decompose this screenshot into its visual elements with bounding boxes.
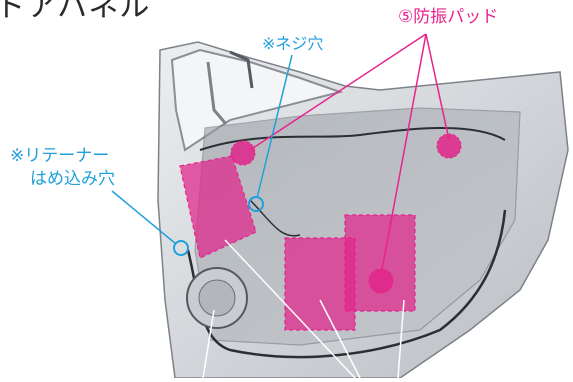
pad-dots (230, 133, 462, 294)
pad-dot-upper-right (436, 133, 462, 159)
pad-patches (179, 155, 416, 331)
pad-patch-center (284, 237, 356, 331)
pad-patch-left (179, 155, 257, 259)
retainer-hole-label-line1: ※リテーナー (10, 146, 110, 166)
screw-hole-label: ※ネジ穴 (262, 34, 324, 53)
bottom-leader-lines (202, 239, 405, 379)
door-shell (157, 41, 569, 379)
retainer-hole-label-line2: はめ込み穴 (30, 169, 115, 189)
page-title: ドアパネル (0, 0, 151, 24)
retainer-hole-circle-icon (173, 240, 189, 256)
pad-patch-right (344, 214, 416, 312)
pad-dot-center (368, 268, 394, 294)
anti-vibration-pad-label: ⑤防振パッド (398, 7, 499, 27)
pad-dot-upper-left (230, 140, 256, 166)
blue-leaders (111, 54, 293, 245)
screw-hole-circle-icon (248, 196, 264, 212)
pad-leader-lines (249, 33, 450, 276)
